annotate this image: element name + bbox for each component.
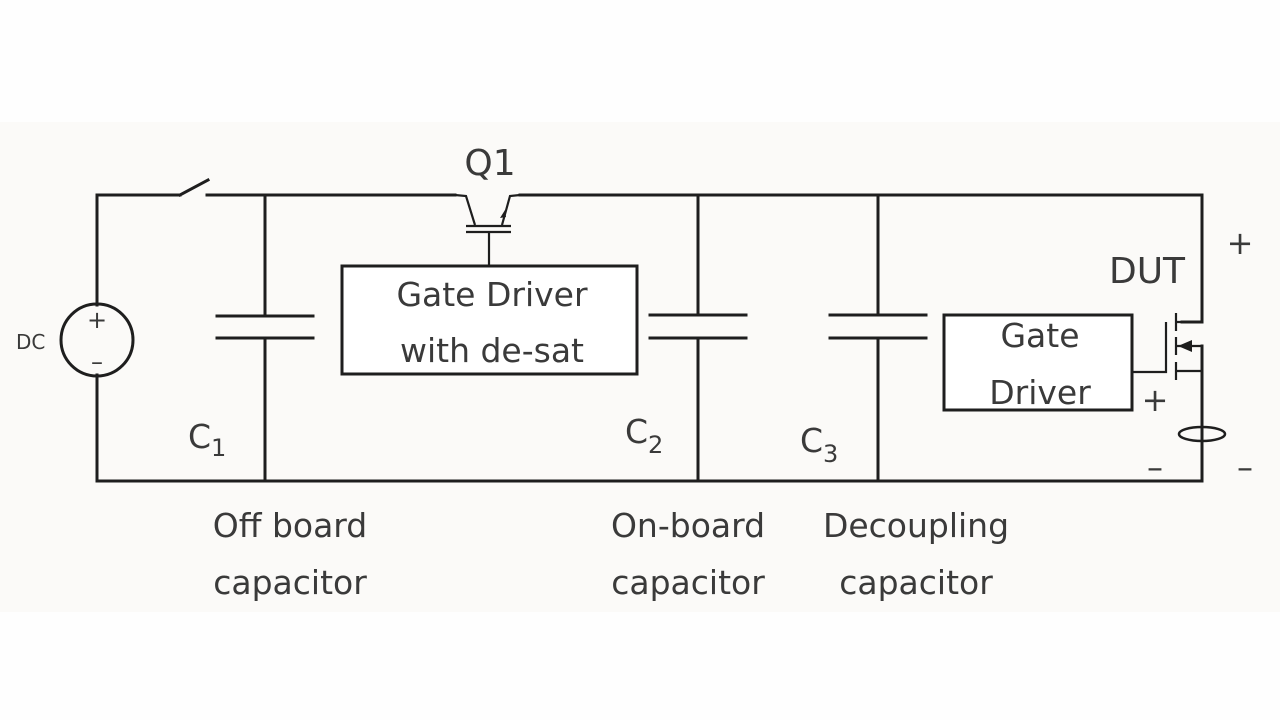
gate-driver-desat-line2: with de-sat [400,331,584,370]
caption-c3-line1: Decoupling [823,506,1009,545]
dut-gate-lead [1132,322,1168,374]
gate-driver-desat-line1: Gate Driver [396,275,588,314]
dut-gate-driver: Gate Driver + – [942,313,1169,486]
q1-emitter [500,193,521,226]
dut-label: DUT [1109,251,1186,292]
gate-driver-desat: Gate Driver with de-sat [340,264,639,376]
dc-source-circle [59,302,135,378]
caption-c2-line2: capacitor [611,563,765,602]
gate-driver-desat-box [340,264,639,376]
current-probe-icon [1177,425,1227,443]
dut-mosfet: DUT + – [1109,224,1253,486]
q1-emitter-arrow-icon [500,210,506,218]
dut-gate-driver-line1: Gate [1000,316,1079,355]
dut-body-arrow-icon [1178,340,1192,352]
wire-left-top [95,193,182,307]
dut-gate-driver-line2: Driver [989,373,1091,412]
capacitor-c1: C1 [188,193,315,483]
transistor-q1: Q1 [454,143,521,266]
dut-drain-plus: + [1227,224,1254,262]
caption-c1-line1: Off board [213,506,368,545]
dc-source: + – DC [16,302,135,378]
dc-source-label: DC [16,330,45,354]
dut-gate-plus: + [1142,381,1169,419]
switch-blade [177,177,211,198]
q1-collector [454,193,477,226]
dut-source-minus: – [1237,448,1253,486]
q1-label: Q1 [464,143,515,184]
c3-label: C3 [800,421,838,468]
caption-c2-line1: On-board [611,506,765,545]
dc-plus-sign: + [87,306,107,334]
capacitor-c2: C2 [625,193,748,483]
capacitor-c3: C3 [800,193,928,483]
caption-c1-line2: capacitor [213,563,367,602]
caption-c3-line2: capacitor [839,563,993,602]
c1-label: C1 [188,417,226,462]
captions: Off board capacitor On-board capacitor D… [213,506,1009,602]
dut-gate-driver-box [942,313,1134,412]
c2-label: C2 [625,412,663,459]
dut-gate-minus: – [1147,448,1163,486]
dc-minus-sign: – [91,348,103,376]
